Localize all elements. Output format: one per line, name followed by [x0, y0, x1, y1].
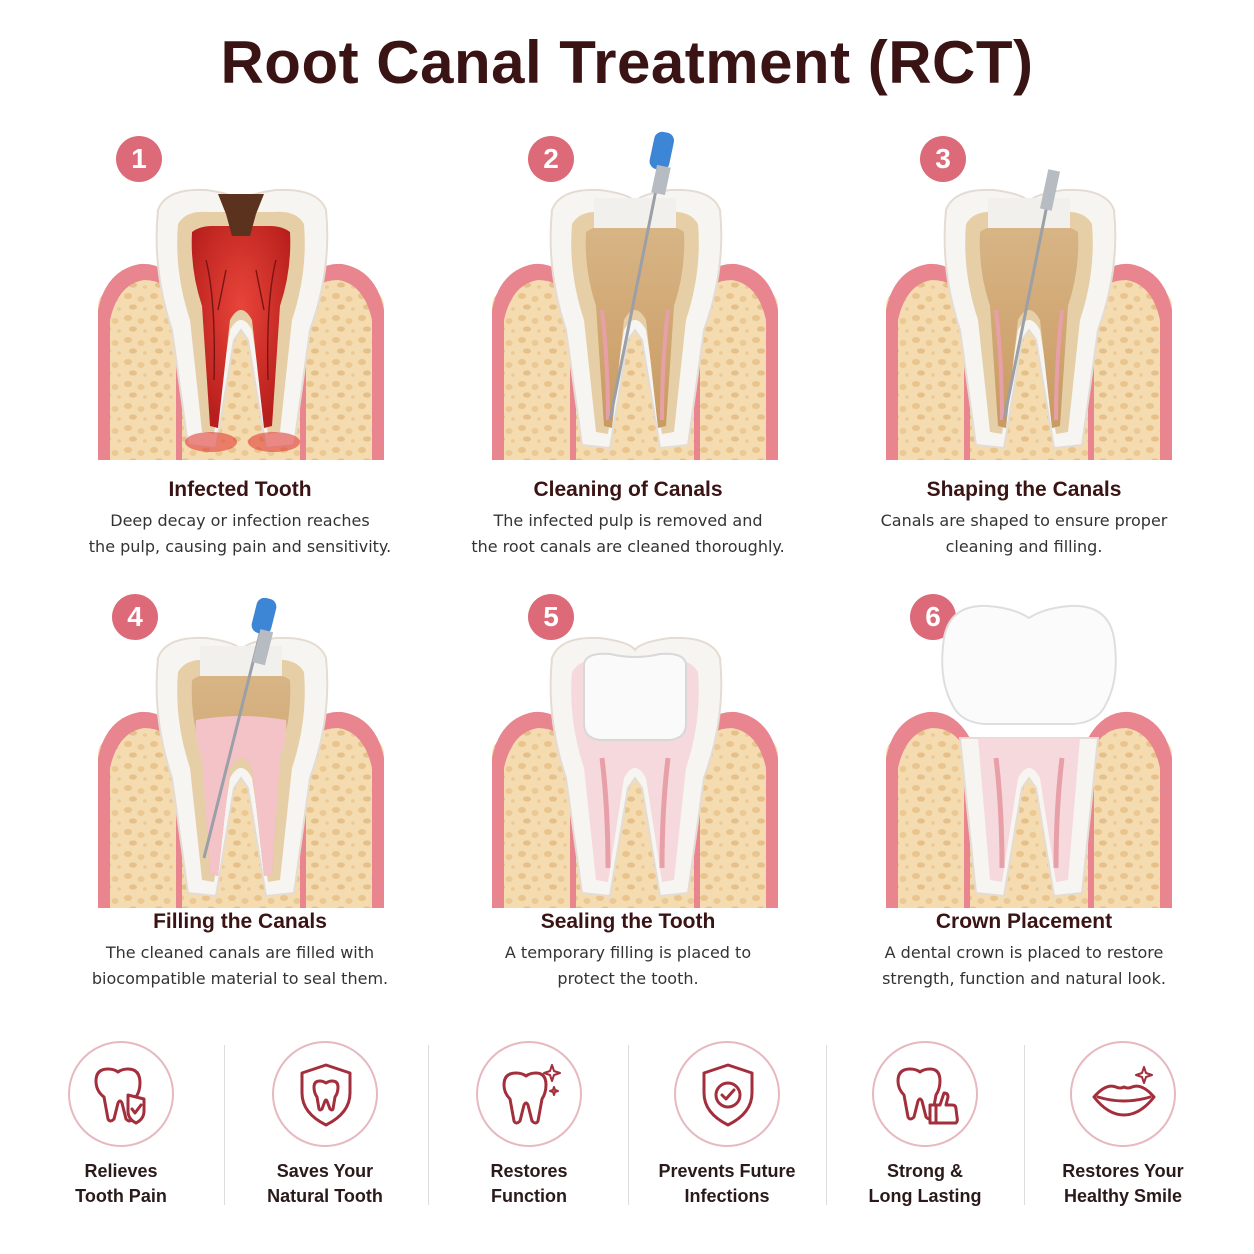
- tooth-shield-check-icon: [94, 1067, 146, 1125]
- step-desc-line-1: Canals are shaped to ensure proper: [880, 511, 1168, 530]
- benefit-icon-circle: [674, 1041, 780, 1147]
- cleaning-canals-illustration: [492, 131, 778, 460]
- step-number-badge: 2: [528, 136, 574, 182]
- step-6: 6 Crown Placement A dental crown is plac…: [824, 590, 1224, 1010]
- step-title: Sealing the Tooth: [540, 910, 716, 933]
- step-number-badge: 5: [528, 594, 574, 640]
- benefit-icon-circle: [476, 1041, 582, 1147]
- benefit-icon-circle: [872, 1041, 978, 1147]
- step-desc-line-1: A temporary filling is placed to: [504, 943, 752, 962]
- benefit-label: Strong &Long Lasting: [868, 1161, 982, 1206]
- benefit-icon-circle: [272, 1041, 378, 1147]
- step-title: Filling the Canals: [153, 910, 327, 933]
- divider: [224, 1045, 225, 1205]
- step-desc-line-2: the root canals are cleaned thoroughly.: [471, 537, 785, 556]
- crown-placement-illustration: [886, 604, 1172, 908]
- step-4: 4 Filling the Canals The cleaned canals …: [40, 590, 440, 1010]
- step-desc-line-2: biocompatible material to seal them.: [91, 969, 389, 988]
- step-number-badge: 4: [112, 594, 158, 640]
- divider: [428, 1045, 429, 1205]
- sealing-tooth-illustration: [492, 636, 778, 908]
- step-desc-line-1: Deep decay or infection reaches: [110, 511, 370, 530]
- step-number-badge: 1: [116, 136, 162, 182]
- step-desc-line-2: the pulp, causing pain and sensitivity.: [88, 537, 392, 556]
- step-3: 3 Shaping the Canals Canals are shaped t…: [824, 130, 1224, 570]
- shield-check-icon: [702, 1063, 754, 1127]
- divider: [1024, 1045, 1025, 1205]
- step-desc-line-2: cleaning and filling.: [945, 537, 1103, 556]
- benefit-icon-circle: [1070, 1041, 1176, 1147]
- smile-lips-icon: [1092, 1066, 1156, 1117]
- step-title: Cleaning of Canals: [533, 478, 723, 501]
- step-title: Infected Tooth: [168, 478, 312, 501]
- shield-tooth-icon: [300, 1063, 352, 1127]
- step-desc-line-2: strength, function and natural look.: [882, 969, 1166, 988]
- step-desc-line-1: The infected pulp is removed and: [493, 511, 763, 530]
- step-title: Crown Placement: [935, 910, 1113, 933]
- step-desc-line-1: A dental crown is placed to restore: [884, 943, 1164, 962]
- benefit-icon-circle: [68, 1041, 174, 1147]
- divider: [826, 1045, 827, 1205]
- step-2: 2 Cleaning of Canals The infected pulp i…: [428, 130, 828, 570]
- tooth-thumbs-up-icon: [896, 1067, 959, 1125]
- benefit-strong-lasting: Strong &Long Lasting: [826, 1035, 1024, 1235]
- step-desc-line-1: The cleaned canals are filled with: [105, 943, 375, 962]
- infected-tooth-illustration: [98, 188, 384, 460]
- shaping-canals-illustration: [886, 169, 1172, 460]
- sparkling-tooth-icon: [502, 1064, 561, 1125]
- step-5: 5 Sealing the Tooth A temporary filling …: [428, 590, 828, 1010]
- step-number-badge: 3: [920, 136, 966, 182]
- step-1: 1 Infected Tooth Deep decay or infection…: [40, 130, 440, 570]
- filling-canals-illustration: [98, 598, 384, 908]
- page-title: Root Canal Treatment (RCT): [220, 29, 1034, 96]
- step-title: Shaping the Canals: [926, 478, 1122, 501]
- divider: [628, 1045, 629, 1205]
- step-desc-line-2: protect the tooth.: [557, 969, 699, 988]
